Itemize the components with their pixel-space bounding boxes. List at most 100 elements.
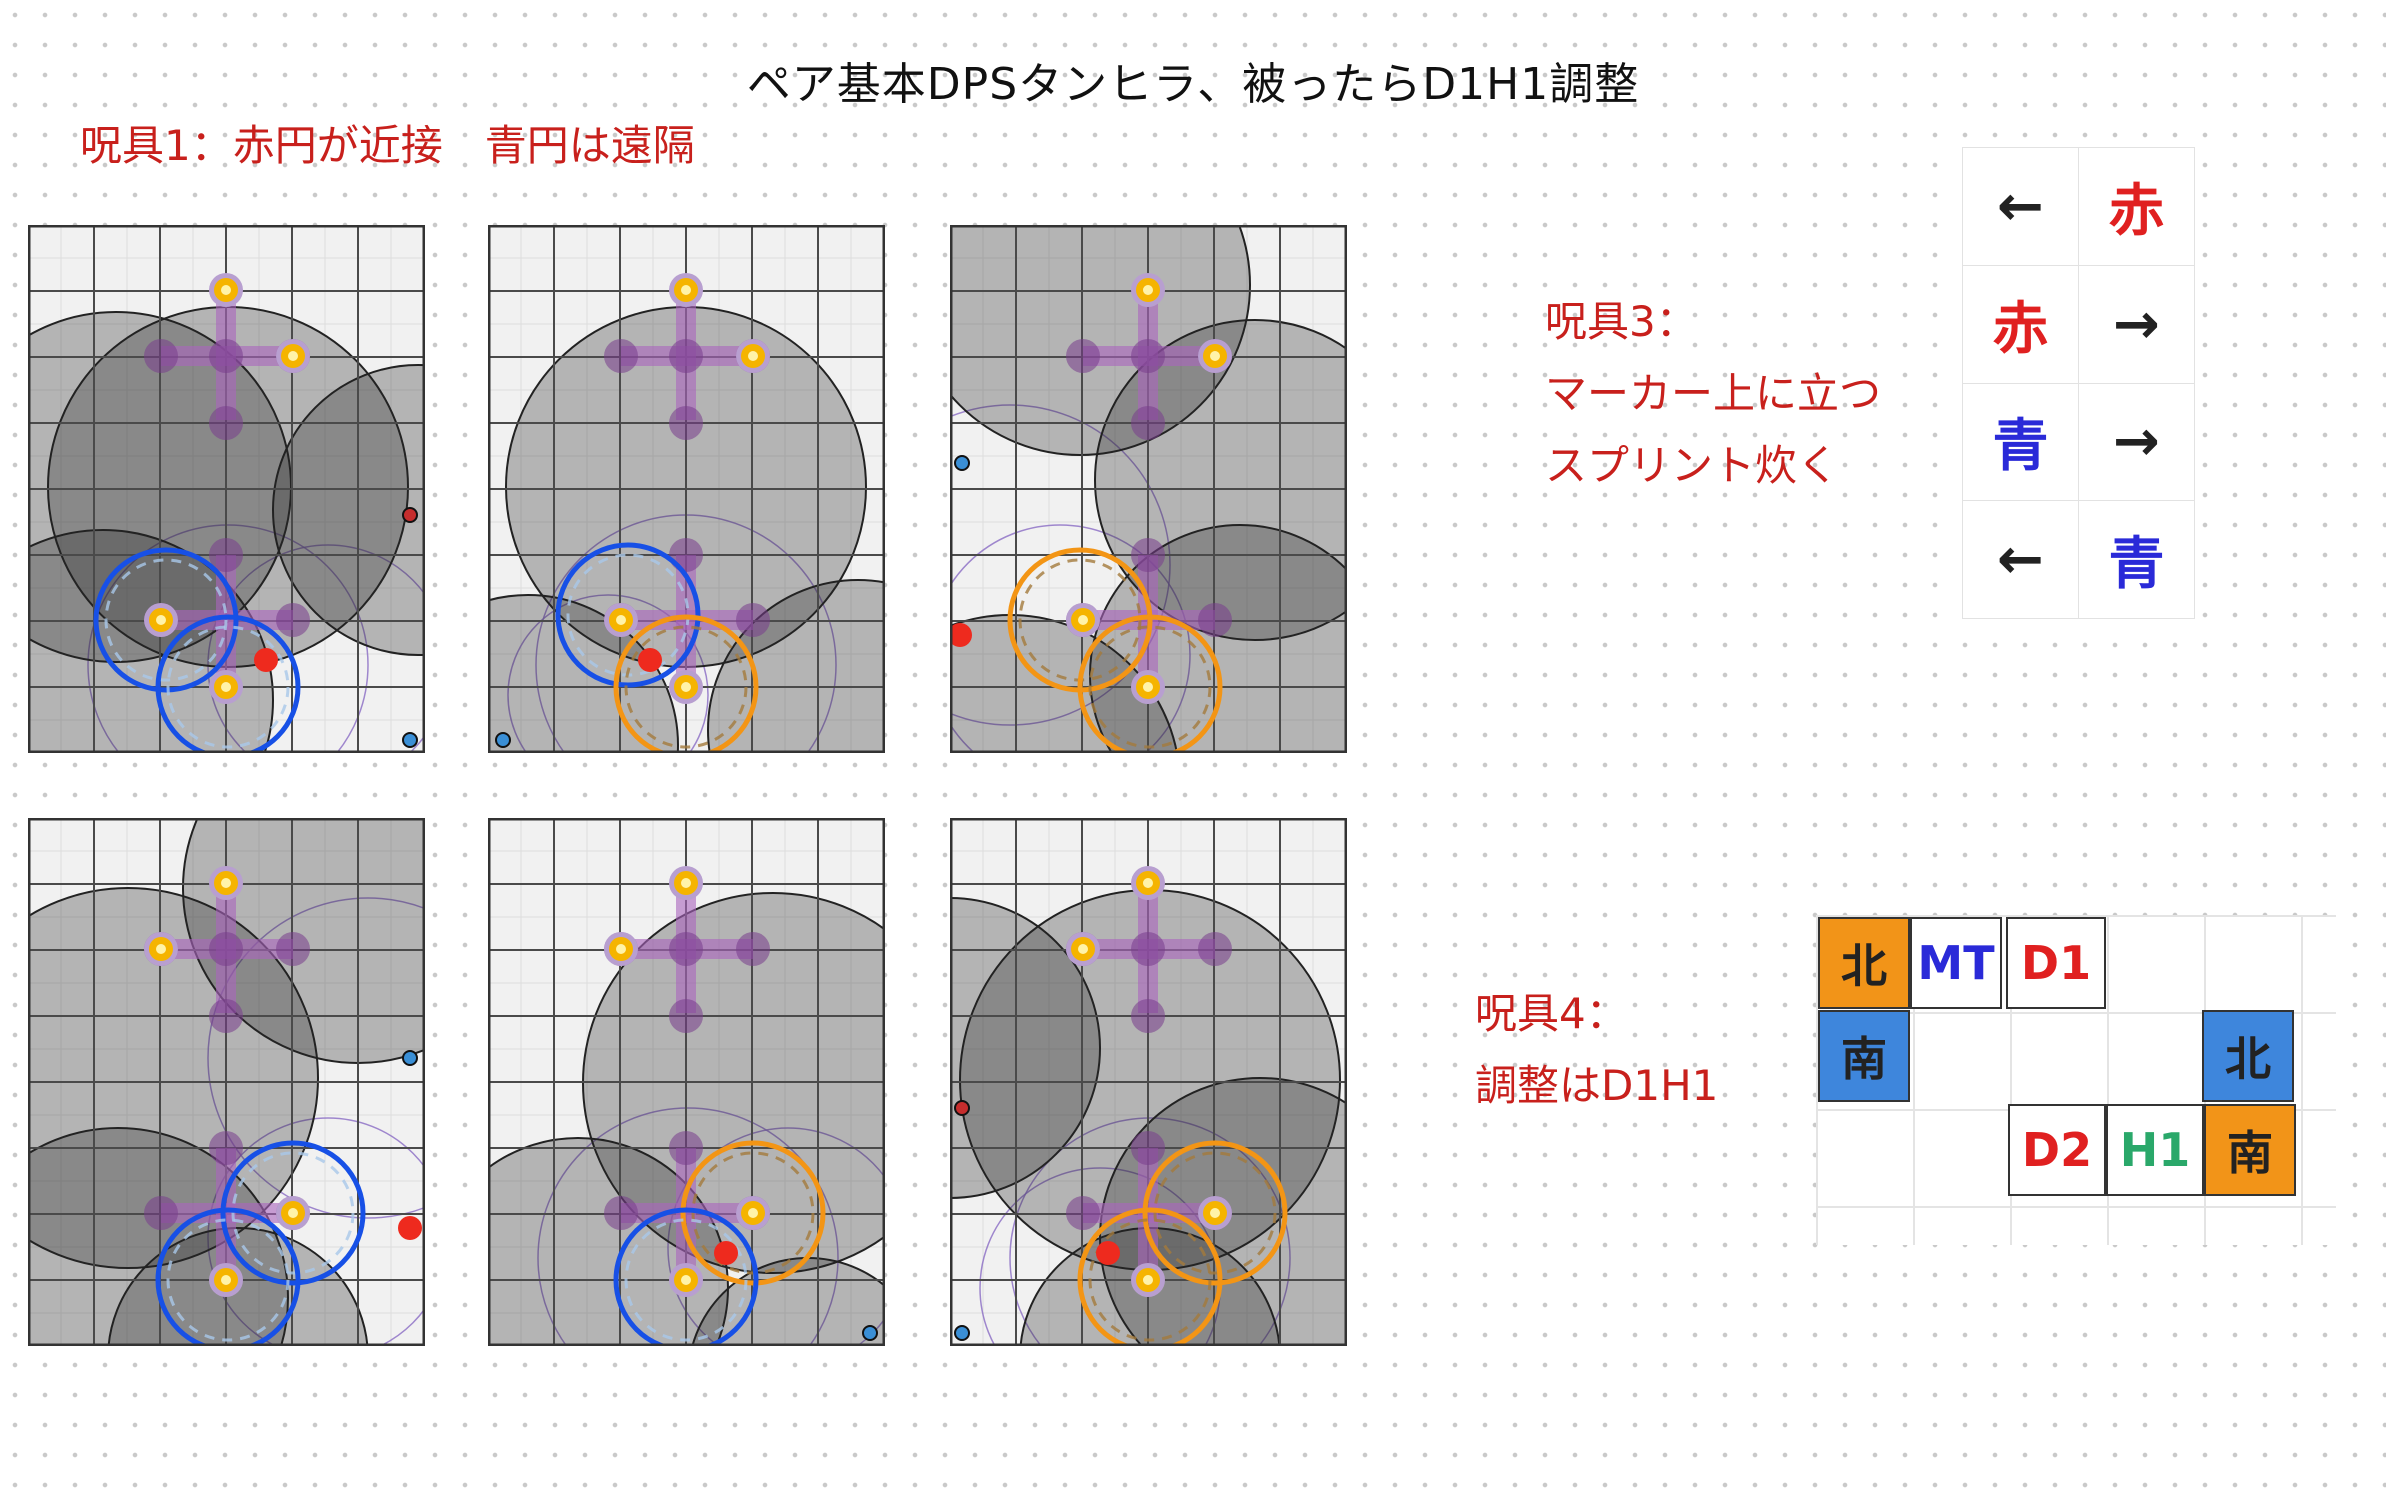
platform-node	[209, 999, 243, 1033]
platform-node	[209, 538, 243, 572]
platform-node	[736, 603, 770, 637]
platform-node	[1131, 932, 1165, 966]
platform-node	[1198, 603, 1232, 637]
blue-label: 青	[1962, 382, 2079, 502]
aoe-zone	[28, 887, 319, 1269]
aoe-zone	[950, 897, 1101, 1199]
aoe-zone	[950, 225, 1251, 456]
curse-ring	[613, 614, 759, 753]
curse-ring	[1077, 614, 1223, 753]
curse-ring-inner	[231, 1151, 355, 1275]
marker-core	[1078, 944, 1088, 954]
south-cell: 南	[2204, 1104, 2296, 1196]
curse4-note: 呪具4： 調整はD1H1	[1475, 978, 1718, 1122]
curse3-note: 呪具3： マーカー上に立つ スプリント炊く	[1545, 286, 1881, 502]
platform-node	[209, 932, 243, 966]
curse-ring	[680, 1140, 826, 1286]
range-outline	[207, 1117, 425, 1346]
curse-ring	[1077, 1207, 1223, 1346]
platform-node	[209, 406, 243, 440]
curse-ring-inner	[1088, 625, 1212, 749]
platform-bar	[161, 1203, 293, 1223]
marker-core	[681, 1275, 691, 1285]
platform-node	[669, 406, 703, 440]
red-marker	[1096, 1241, 1120, 1265]
curse-ring-inner	[104, 558, 228, 682]
platform-bar	[1083, 1203, 1215, 1223]
curse-ring	[555, 542, 701, 688]
marker-core	[1143, 682, 1153, 692]
red-label: 赤	[2078, 147, 2195, 266]
marker-core	[1143, 285, 1153, 295]
platform-bar	[621, 1203, 753, 1223]
small-marker	[402, 507, 418, 523]
platform-node	[1131, 339, 1165, 373]
panel-frame	[488, 818, 885, 1346]
platform-node	[276, 932, 310, 966]
arrow-right: →	[2078, 264, 2195, 384]
arrow-left: ←	[1962, 147, 2079, 266]
curse-ring	[613, 1207, 759, 1346]
platform-node	[604, 339, 638, 373]
panel-frame	[950, 225, 1347, 753]
curse3-line-2: マーカー上に立つ	[1545, 369, 1882, 418]
range-outline	[507, 594, 709, 753]
platform-node	[669, 999, 703, 1033]
arrow-left: ←	[1962, 500, 2079, 619]
marker-core	[681, 285, 691, 295]
marker-core	[748, 351, 758, 361]
platform-node	[669, 932, 703, 966]
north-cell: 北	[2202, 1010, 2294, 1102]
aoe-zone	[272, 364, 425, 656]
curse-ring	[220, 1140, 366, 1286]
curse-ring-inner	[691, 1151, 815, 1275]
platform-node	[1131, 1131, 1165, 1165]
marker-core	[156, 615, 166, 625]
aoe-zone	[488, 594, 679, 753]
panel-1	[28, 225, 425, 753]
north-cell: 北	[1818, 917, 1910, 1009]
range-outline	[1009, 1117, 1291, 1346]
panel-frame	[28, 225, 425, 753]
marker-core	[221, 285, 231, 295]
small-marker	[402, 1050, 418, 1066]
small-marker	[495, 732, 511, 748]
marker-core	[748, 1208, 758, 1218]
panel-4	[28, 818, 425, 1346]
marker-core	[1210, 351, 1220, 361]
marker-core	[221, 878, 231, 888]
platform-node	[669, 1131, 703, 1165]
blue-label: 青	[2078, 500, 2195, 619]
marker-core	[1143, 878, 1153, 888]
marker-core	[681, 878, 691, 888]
curse4-line-1: 呪具4：	[1475, 989, 1628, 1038]
platform-node	[276, 603, 310, 637]
panel-2	[488, 225, 885, 753]
curse1-note: 呪具1：赤円が近接 青円は遠隔	[80, 121, 695, 170]
panel-frame	[950, 818, 1347, 1346]
platform-node	[1131, 999, 1165, 1033]
page-title: ペア基本DPSタンヒラ、被ったらD1H1調整	[746, 59, 1640, 110]
range-outline	[950, 524, 1191, 753]
curse4-line-2: 調整はD1H1	[1475, 1061, 1719, 1110]
curse-ring-inner	[1088, 1218, 1212, 1342]
marker-core	[221, 682, 231, 692]
d2-cell: D2	[2008, 1104, 2106, 1196]
marker-core	[1143, 1275, 1153, 1285]
marker-core	[221, 1275, 231, 1285]
panel-3	[950, 225, 1347, 753]
range-outline	[537, 1107, 839, 1346]
panel-frame	[488, 225, 885, 753]
marker-core	[681, 682, 691, 692]
h1-cell: H1	[2106, 1104, 2204, 1196]
red-marker	[254, 648, 278, 672]
marker-core	[616, 944, 626, 954]
platform-node	[209, 339, 243, 373]
marker-core	[1078, 615, 1088, 625]
platform-node	[1066, 1196, 1100, 1230]
marker-core	[616, 615, 626, 625]
range-outline	[207, 897, 425, 1219]
small-marker	[954, 455, 970, 471]
platform-node	[144, 1196, 178, 1230]
red-marker	[950, 623, 972, 647]
